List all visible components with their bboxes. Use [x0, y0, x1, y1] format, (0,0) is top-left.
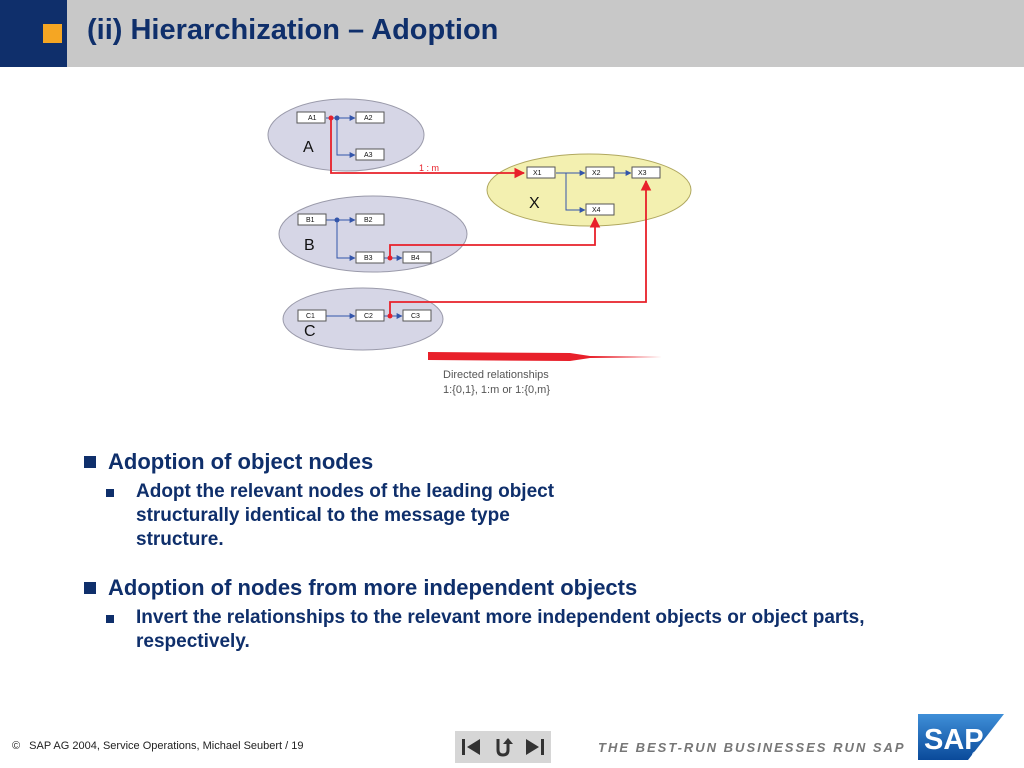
return-icon[interactable] [489, 733, 517, 761]
svg-text:B4: B4 [411, 255, 420, 262]
svg-text:X2: X2 [592, 170, 601, 177]
node-a1: A1 [296, 111, 326, 124]
bullet-1-sub: Adopt the relevant nodes of the leading … [84, 480, 556, 552]
group-a-label: A [303, 139, 314, 156]
copyright-icon: © [12, 740, 21, 752]
bullet-2: Adoption of nodes from more independent … [84, 574, 944, 602]
next-icon[interactable] [521, 733, 549, 761]
node-b4: B4 [402, 251, 432, 264]
node-b2: B2 [355, 213, 385, 226]
sap-logo: SAP ® [918, 714, 1004, 760]
group-a-ellipse [267, 98, 425, 172]
x-arrow-x4 [565, 173, 586, 213]
svg-text:B2: B2 [364, 217, 373, 224]
b-arrow-b3 [336, 220, 356, 261]
svg-text:C3: C3 [411, 313, 420, 320]
node-b1: B1 [297, 213, 327, 226]
svg-text:A1: A1 [308, 115, 317, 122]
group-b-label: B [304, 237, 315, 254]
slide-navigation [455, 731, 551, 763]
node-x3: X3 [631, 166, 661, 179]
node-a2: A2 [355, 111, 385, 124]
svg-text:X3: X3 [638, 170, 647, 177]
bullet-1: Adoption of object nodes [84, 448, 944, 476]
header-band [0, 0, 1024, 67]
legend-line1: Directed relationships [443, 369, 549, 381]
previous-icon[interactable] [457, 733, 485, 761]
relation-b-to-x4 [389, 216, 601, 258]
footer-text: SAP AG 2004, Service Operations, Michael… [29, 740, 304, 752]
svg-text:B1: B1 [306, 217, 315, 224]
node-c2: C2 [355, 309, 385, 322]
bullet-square-icon [84, 456, 96, 468]
node-x1: X1 [526, 166, 556, 179]
bullet-2-sub: Invert the relationships to the relevant… [84, 606, 944, 654]
bullet-square-icon [84, 582, 96, 594]
svg-text:A3: A3 [364, 152, 373, 159]
group-x-label: X [529, 195, 540, 212]
title-square-icon [43, 24, 62, 43]
group-c-label: C [304, 323, 316, 340]
sap-tagline: THE BEST-RUN BUSINESSES RUN SAP [598, 740, 906, 755]
footer-copyright: © SAP AG 2004, Service Operations, Micha… [12, 740, 304, 752]
svg-text:B3: B3 [364, 255, 373, 262]
bullet-list: Adoption of object nodes Adopt the relev… [84, 448, 944, 654]
legend-line2: 1:{0,1}, 1:m or 1:{0,m} [443, 384, 550, 396]
svg-text:X4: X4 [592, 207, 601, 214]
node-b3: B3 [355, 251, 385, 264]
relation-a-to-x1 [330, 118, 526, 179]
legend-arrow [428, 352, 662, 361]
node-c3: C3 [402, 309, 432, 322]
node-a3: A3 [355, 148, 385, 161]
node-x4: X4 [585, 203, 615, 216]
sub-bullet-square-icon [106, 615, 114, 623]
svg-text:C1: C1 [306, 313, 315, 320]
node-x2: X2 [585, 166, 615, 179]
svg-text:X1: X1 [533, 170, 542, 177]
node-c1: C1 [297, 309, 327, 322]
relation-c-to-x3 [389, 179, 652, 316]
svg-text:C2: C2 [364, 313, 373, 320]
svg-text:®: ® [972, 750, 979, 760]
svg-text:SAP: SAP [924, 724, 984, 756]
slide-title: (ii) Hierarchization – Adoption [87, 14, 499, 46]
sub-bullet-square-icon [106, 489, 114, 497]
svg-text:A2: A2 [364, 115, 373, 122]
hierarchy-diagram: A B C X A1 A2 A3 B1 B2 B3 B4 C1 C2 C3 X1… [267, 98, 692, 396]
relation-label: 1 : m [419, 163, 439, 173]
a-blue-dot [334, 115, 340, 121]
b-blue-dot [334, 217, 340, 223]
